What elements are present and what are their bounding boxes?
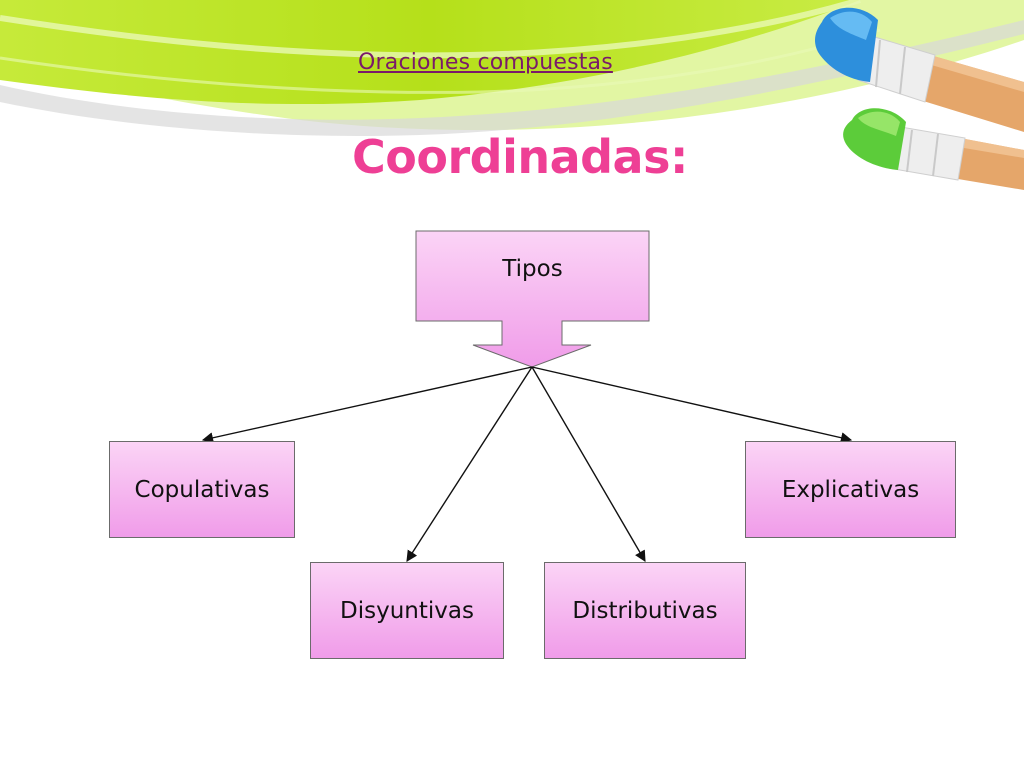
connector-explicativas [531,366,853,444]
node-disyuntivas: Disyuntivas [310,562,504,659]
node-explicativas: Explicativas [745,441,956,538]
connector-copulativas [201,366,533,444]
connector-disyuntivas [406,366,533,562]
node-label: Disyuntivas [340,597,474,624]
node-distributivas: Distributivas [544,562,746,659]
paintbrush-green-icon [843,108,1024,190]
connector-distributivas [531,366,646,562]
node-copulativas: Copulativas [109,441,295,538]
paintbrush-blue-icon [815,7,1024,132]
node-label: Explicativas [781,476,920,503]
node-label: Distributivas [572,597,718,624]
root-node-label: Tipos [502,256,563,282]
node-label: Copulativas [134,476,270,503]
root-node-shape [415,230,650,368]
slide-title: Coordinadas: [352,130,688,184]
slide-subtitle: Oraciones compuestas [358,50,613,75]
